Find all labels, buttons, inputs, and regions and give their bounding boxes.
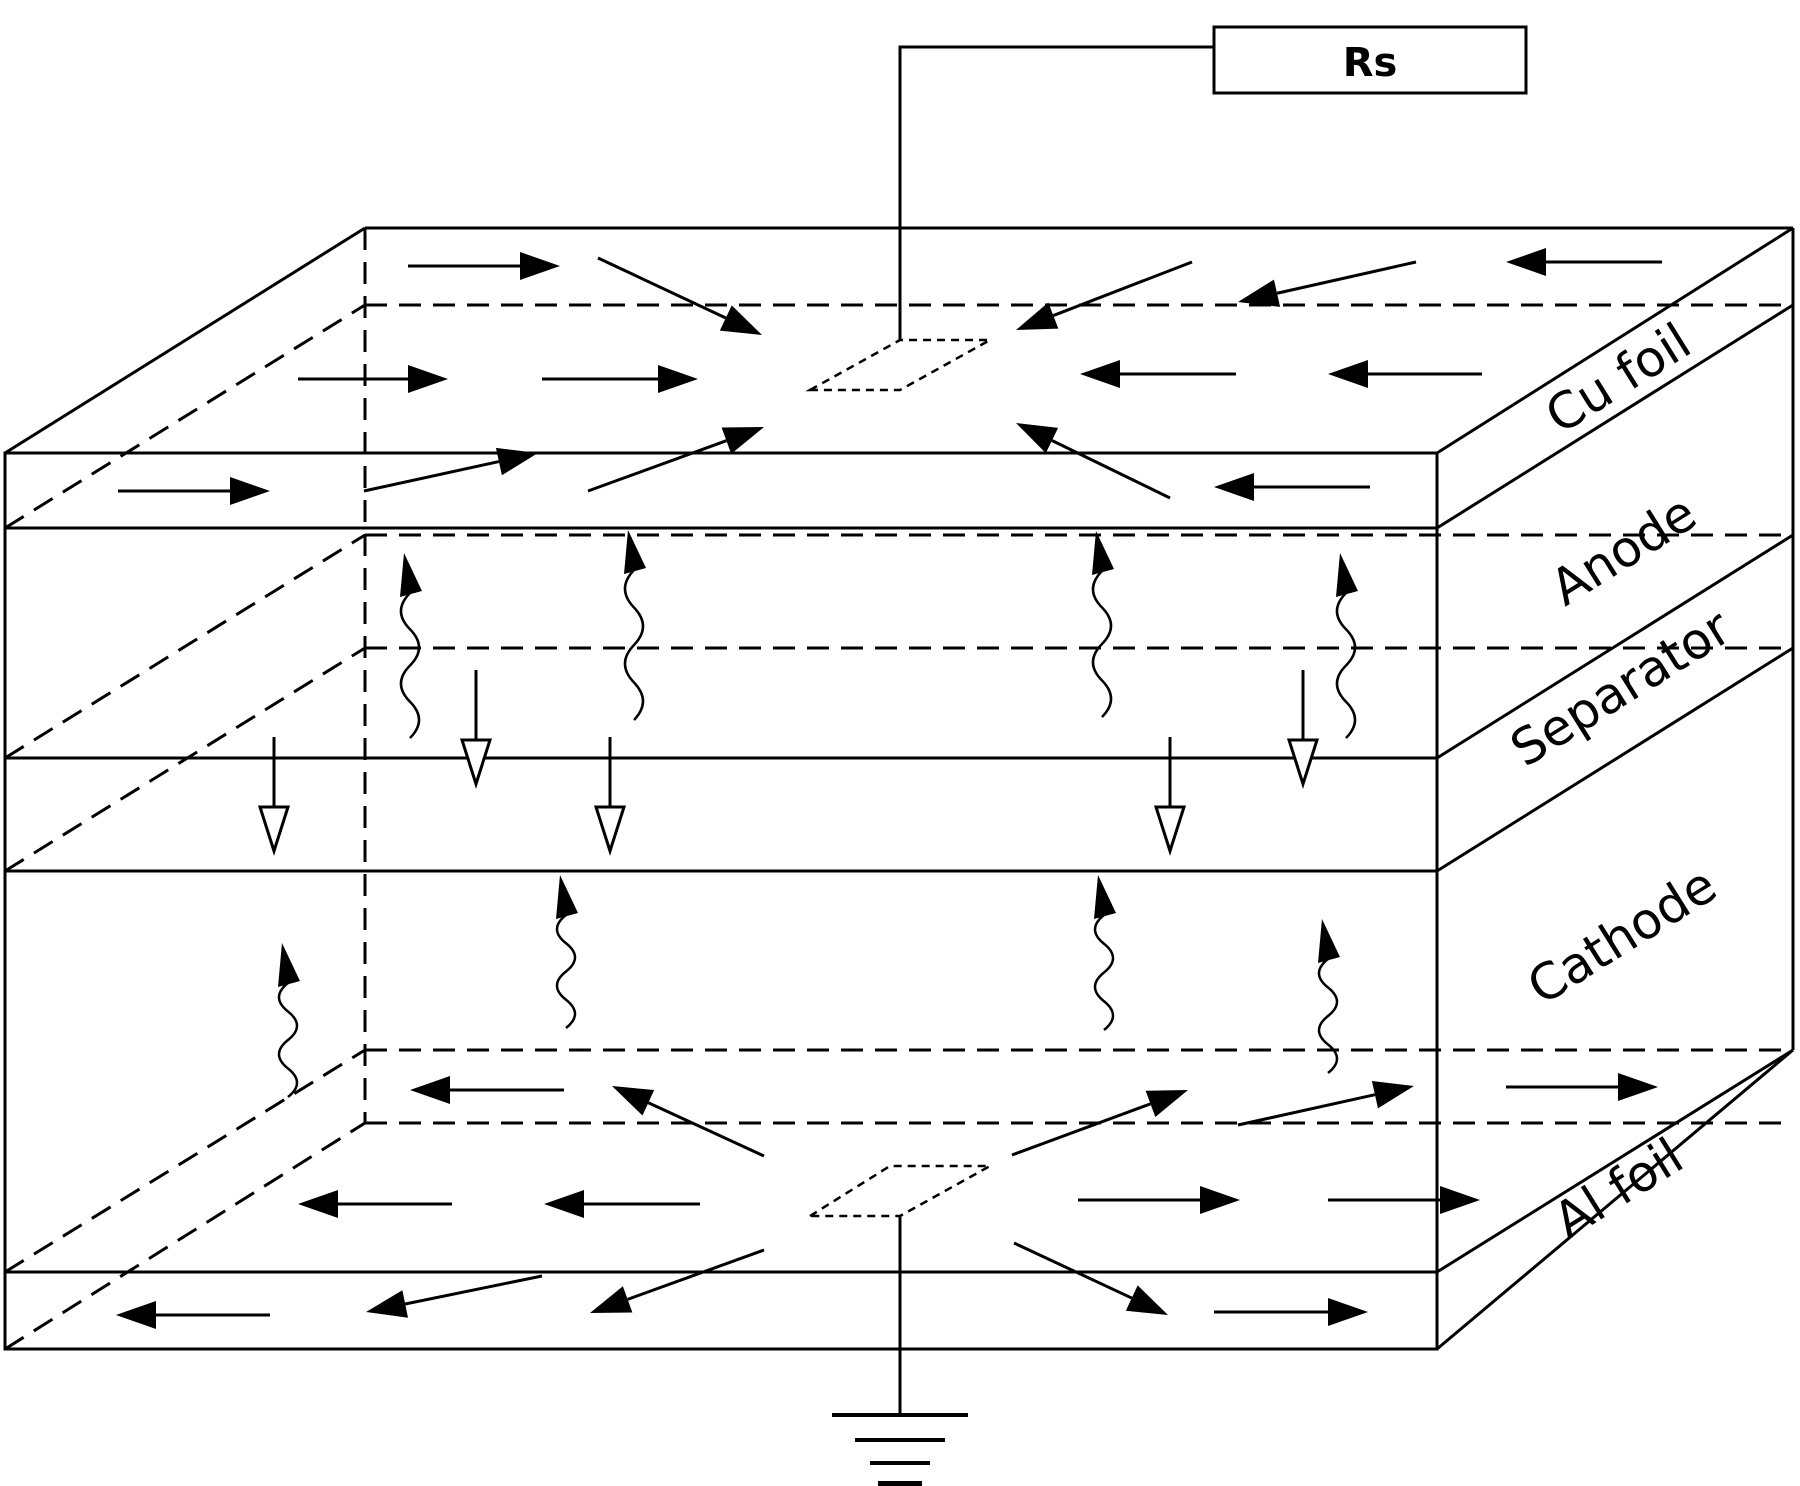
hollow-flow-arrow	[257, 737, 291, 856]
separator-flow-arrows	[257, 670, 1320, 856]
ground-symbol	[832, 1413, 968, 1486]
hollow-flow-arrow	[459, 670, 493, 789]
hollow-flow-arrow	[1153, 737, 1187, 856]
al-current-arrow	[1237, 1080, 1414, 1127]
ion-migration-arrow	[555, 875, 578, 1029]
hollow-flow-arrow	[1286, 670, 1320, 789]
cu-foil-current-arrows	[118, 248, 1662, 505]
al-current-arrow	[1214, 1298, 1368, 1326]
cu-current-arrow	[1214, 473, 1370, 501]
al-current-arrow	[1078, 1186, 1240, 1214]
cu-current-arrow	[1016, 423, 1171, 500]
resistor-rs: Rs	[1212, 25, 1528, 95]
ion-migration-arrow	[623, 530, 646, 721]
cu-current-arrow	[1016, 260, 1193, 330]
cu-current-arrow	[1238, 260, 1417, 307]
al-current-arrow	[590, 1248, 765, 1313]
al-current-arrow	[116, 1301, 270, 1329]
al-current-arrow	[410, 1076, 564, 1104]
cu-current-arrow	[363, 447, 538, 493]
cu-current-arrow	[1506, 248, 1662, 276]
ion-migration-arrow	[1317, 919, 1340, 1074]
al-tab	[805, 1164, 995, 1218]
ion-migration-arrow	[1335, 553, 1358, 739]
al-current-arrow	[1013, 1241, 1168, 1315]
ion-migration-arrows	[277, 530, 1358, 1098]
cell-box-outline	[3, 226, 1795, 1351]
hollow-flow-arrow	[593, 737, 627, 856]
ion-migration-arrow	[1093, 875, 1116, 1031]
cu-current-arrow	[408, 252, 560, 280]
wire-to-resistor	[898, 45, 1214, 340]
cu-current-arrow	[542, 365, 698, 393]
al-current-arrow	[1011, 1090, 1188, 1157]
al-current-arrow	[298, 1190, 452, 1218]
al-current-arrow	[366, 1274, 543, 1318]
cu-current-arrow	[118, 477, 270, 505]
layer-label-anode: Anode	[1541, 484, 1707, 617]
al-current-arrow	[1328, 1186, 1480, 1214]
cu-current-arrow	[587, 427, 764, 493]
cu-current-arrow	[298, 365, 448, 393]
hidden-edges	[4, 228, 1793, 1351]
layer-label-cathode: Cathode	[1518, 856, 1727, 1016]
layer-label-separator: Separator	[1501, 598, 1741, 778]
ion-migration-arrow	[399, 553, 422, 739]
resistor-label: Rs	[1343, 40, 1398, 86]
cu-current-arrow	[1080, 360, 1236, 388]
cu-current-arrow	[597, 256, 762, 335]
ion-migration-arrow	[1091, 531, 1114, 718]
al-current-arrow	[544, 1190, 700, 1218]
al-current-arrow	[612, 1086, 765, 1158]
al-current-arrow	[1506, 1073, 1658, 1101]
cu-current-arrow	[1328, 360, 1482, 388]
layer-label-al-foil: Al foil	[1544, 1127, 1693, 1250]
al-foil-current-arrows	[116, 1073, 1658, 1329]
cu-tab	[805, 338, 995, 392]
ion-migration-arrow	[277, 943, 300, 1098]
